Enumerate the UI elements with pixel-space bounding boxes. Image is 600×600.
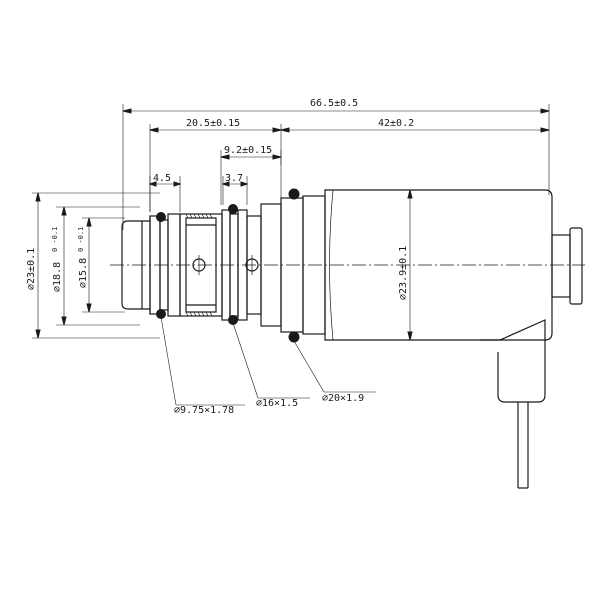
dim-body-length-text: 42±0.2 [378,118,414,129]
dim-body-length: 42±0.2 [280,118,550,133]
o-rings [156,188,300,343]
dim-dia-mid: ⌀18.8 0 -0.1 [51,206,140,326]
dim-dia-inner-text: ⌀15.8 [78,258,89,288]
cross-holes [192,255,259,275]
dim-front-length-text: 20.5±0.15 [186,118,240,129]
dim-overall-length-text: 66.5±0.5 [310,98,358,109]
dim-groove-offset: 9.2±0.15 [220,145,282,205]
dim-dia-mid-tol: 0 -0.1 [51,227,59,252]
oring-medium-top [228,204,238,214]
dim-dia-body-text: ⌀23.9±0.1 [398,246,409,300]
dim-dia-inner: ⌀15.8 0 -0.1 [77,217,125,313]
dim-land-width-1: 4.5 [148,173,182,212]
connector [551,227,583,305]
label-oring-medium: ⌀16×1.5 [256,398,298,409]
dim-dia-outer-text: ⌀23±0.1 [26,248,37,290]
oring-medium-bottom [228,315,238,325]
dim-groove-offset-text: 9.2±0.15 [224,145,272,156]
label-oring-large: ⌀20×1.9 [322,393,364,404]
dim-overall-length: 66.5±0.5 [122,98,550,230]
leader-oring-medium: ⌀16×1.5 [232,322,310,409]
oring-large-bottom [288,331,300,343]
dim-land-width-2: 3.7 [221,173,249,205]
label-oring-small: ⌀9.75×1.78 [174,405,234,416]
leader-oring-small: ⌀9.75×1.78 [160,316,245,416]
dim-land-width-1-text: 4.5 [153,173,171,184]
solenoid-body: ⌀23.9±0.1 [324,189,553,341]
oring-large-top [288,188,300,200]
dim-front-length: 20.5±0.15 [149,118,282,212]
dim-land-width-2-text: 3.7 [225,173,243,184]
dim-dia-mid-text: ⌀18.8 [52,262,63,292]
oring-small-top [156,212,166,222]
dim-dia-outer: ⌀23±0.1 [26,192,160,339]
leader-oring-large: ⌀20×1.9 [293,340,376,404]
cable-boot [480,319,546,489]
dim-dia-inner-tol: 0 -0.1 [77,227,85,252]
